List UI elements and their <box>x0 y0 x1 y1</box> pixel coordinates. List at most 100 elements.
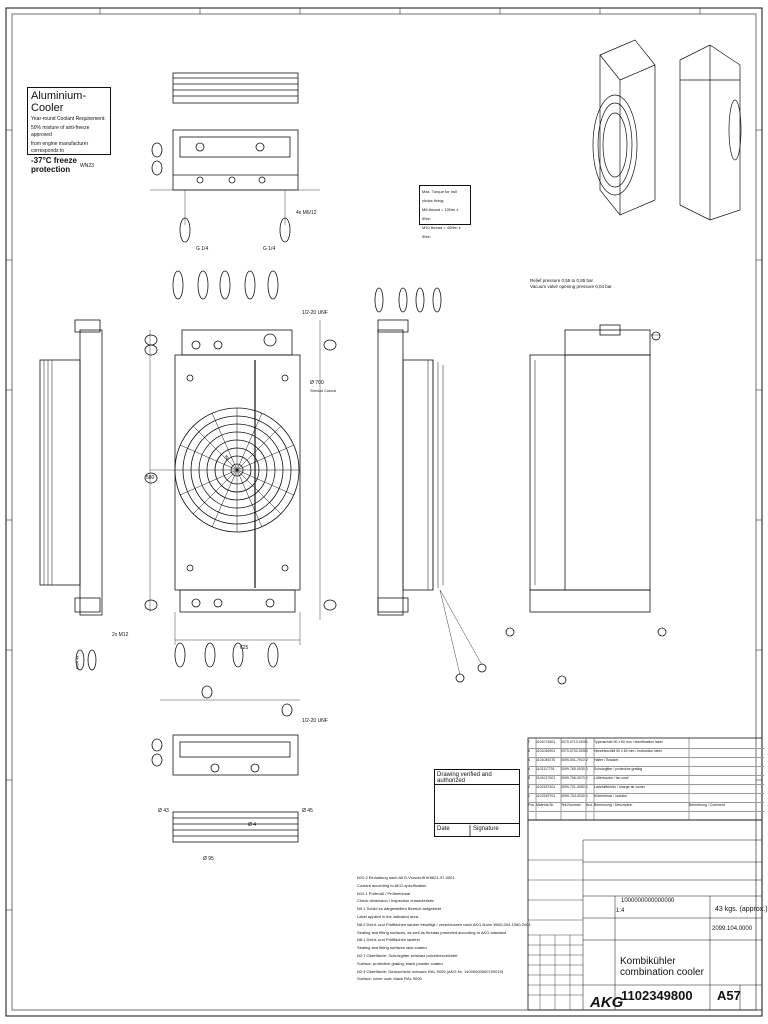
tb-title-de: Kombikühler <box>620 956 676 967</box>
cell: 1 <box>528 794 530 798</box>
torque-line2: M8 thread = 10Nm ± 5Nm <box>422 207 459 221</box>
tb-title: Kombikühler combination cooler <box>620 956 704 978</box>
cell <box>689 785 759 793</box>
cell: 0070-0713-0030 <box>561 740 586 744</box>
cell: 6 <box>528 749 530 753</box>
dim-45: Ø 45 <box>302 808 313 814</box>
cell: 5 <box>528 758 530 762</box>
verification-box: Drawing verified and authorized Date Sig… <box>434 769 520 837</box>
note-line: Surface: protective grating: black powde… <box>357 960 443 966</box>
note-line: N2.4 Oberfläche: Deckschicht: schwarz RA… <box>357 968 504 974</box>
verification-date: Date <box>437 826 450 832</box>
callout-line3: from engine manufacturer corresponds to <box>31 141 89 154</box>
callout-line1: Year-round Coolant Requirement: <box>31 116 106 122</box>
cell: 1101017001 <box>536 776 556 780</box>
cell: Hinweisschild 90 x 60 mm / instruction l… <box>594 749 662 753</box>
dim-625: 625 <box>240 645 249 651</box>
note-line: Check dimension / Inspection characteris… <box>357 898 434 904</box>
callout-tag: WN23 <box>80 163 94 169</box>
cell: 0099-706-0070 <box>561 776 585 780</box>
note-line: Sealing and fitting surfaces lack-coated <box>357 945 427 951</box>
header-cell: Pos. <box>528 803 536 807</box>
tb-code: 1000000000000000 <box>621 898 675 904</box>
note-line: N10.1 Prüfmaß / Prüfmerkmal <box>357 890 411 896</box>
cell: Ladeluftkühler / charge air cooler <box>594 785 645 789</box>
dim-m12: 2x M12 <box>112 632 129 638</box>
cell: 0099-765-0030 <box>561 767 585 771</box>
cell: Kühlerblock / radiator <box>594 794 628 798</box>
tb-reference: 2099.104.0000 <box>712 926 753 932</box>
cell: Typenschild 90 x 60 mm / identification … <box>594 740 663 744</box>
cell: 1101049270 <box>536 758 556 762</box>
verification-row: Date Signature <box>435 823 519 836</box>
verification-header: Drawing verified and authorized <box>435 770 519 785</box>
header-cell: Anz. <box>586 803 594 807</box>
torque-line1: Max. Torque for bull choke fixing: <box>422 189 458 203</box>
callout-freeze: -37°C freeze protection <box>31 156 77 174</box>
relief-line1: Relief pressure 0,55 to 0,85 bar <box>530 278 594 283</box>
dim-43: Ø 43 <box>158 808 169 814</box>
note-line: Sealing and fitting surfaces, as well as… <box>357 929 507 935</box>
tb-title-en: combination cooler <box>620 967 704 978</box>
header-cell: Bemerkung / Comment <box>689 803 725 807</box>
dim-95: Ø 95 <box>203 856 214 862</box>
cell: 1101117701 <box>536 767 555 771</box>
dim-flow: Flow 4x <box>74 655 80 670</box>
cell <box>689 749 759 757</box>
cell: 1102249701 <box>536 794 556 798</box>
table-header-row: Pos.Material-Nr. Teil-Nummer Anz.Benennung… <box>528 803 764 812</box>
coolant-callout: Aluminium-Cooler Year-round Coolant Requ… <box>27 87 111 174</box>
cell: 4 <box>528 767 530 771</box>
dim-g14-right: G 1/4 <box>263 246 276 252</box>
cell: Lüfterhaube / fan cowl <box>594 776 629 780</box>
header-cell: Teil-Nummer <box>561 803 581 807</box>
note-line: N9.1 Schild im dargestellten Bereich auf… <box>357 906 442 912</box>
header-cell: Benennung / Description <box>594 803 633 807</box>
cell: 2 <box>528 785 530 789</box>
cell: 1 <box>586 749 588 753</box>
note-line: N8.2 Dicht- und Prüfflächen sauber besei… <box>357 921 531 927</box>
tb-scale: 1:4 <box>616 908 625 914</box>
callout-line2: 50% mixture of anti-freeze approved <box>31 125 90 138</box>
relief-line2: Vacuum valve opening pressure 0,04 bar <box>530 284 612 289</box>
cell: 0099-704-0030 <box>561 794 585 798</box>
drawing-number: 1102349800 <box>621 988 693 1003</box>
cell: 1 <box>586 776 588 780</box>
note-line: Surface: cover coat: black RAL 9005 <box>357 976 422 982</box>
cell: Schutzgitter / protective grating <box>594 767 643 771</box>
header-cell: Material-Nr. <box>536 803 555 807</box>
dim-fan: Ø 700 <box>310 380 324 386</box>
cell <box>689 740 759 748</box>
note-line: Coolant according to AKG-specification <box>357 882 427 888</box>
notes-block: N10.2 Einhaltung nach AKG-Vorschrift IK6… <box>357 874 531 983</box>
cell: 0070-0702-0030 <box>561 749 586 753</box>
note-line: N2.7 Oberfläche: Schutzgitter schwarz pu… <box>357 952 458 958</box>
sheet-size: A57 <box>717 988 741 1003</box>
dim-m6: 4x M6/12 <box>296 210 317 216</box>
cell <box>689 767 759 775</box>
cell: 1 <box>586 785 588 789</box>
note-line: N8.1 Dicht- und Prüfflächen lackfrei <box>357 937 420 943</box>
cell <box>689 794 759 802</box>
dim-g14-left: G 1/4 <box>196 246 209 252</box>
dim-580: 580 <box>146 475 155 481</box>
cell: 0099-701-0050 <box>561 785 585 789</box>
cell: 1101074501 <box>536 740 556 744</box>
cell: 1102187401 <box>536 785 556 789</box>
tb-weight: 43 kgs. (approx.) <box>715 906 768 913</box>
dim-thread-a: 1/2-20 UNF <box>302 310 328 316</box>
note-line: N10.2 Einhaltung nach AKG-Vorschrift IK6… <box>357 875 455 880</box>
cell: Halter / Bracket <box>594 758 619 762</box>
cell: 2 <box>586 758 588 762</box>
note-line: Label applied in the indicated area <box>357 913 418 919</box>
